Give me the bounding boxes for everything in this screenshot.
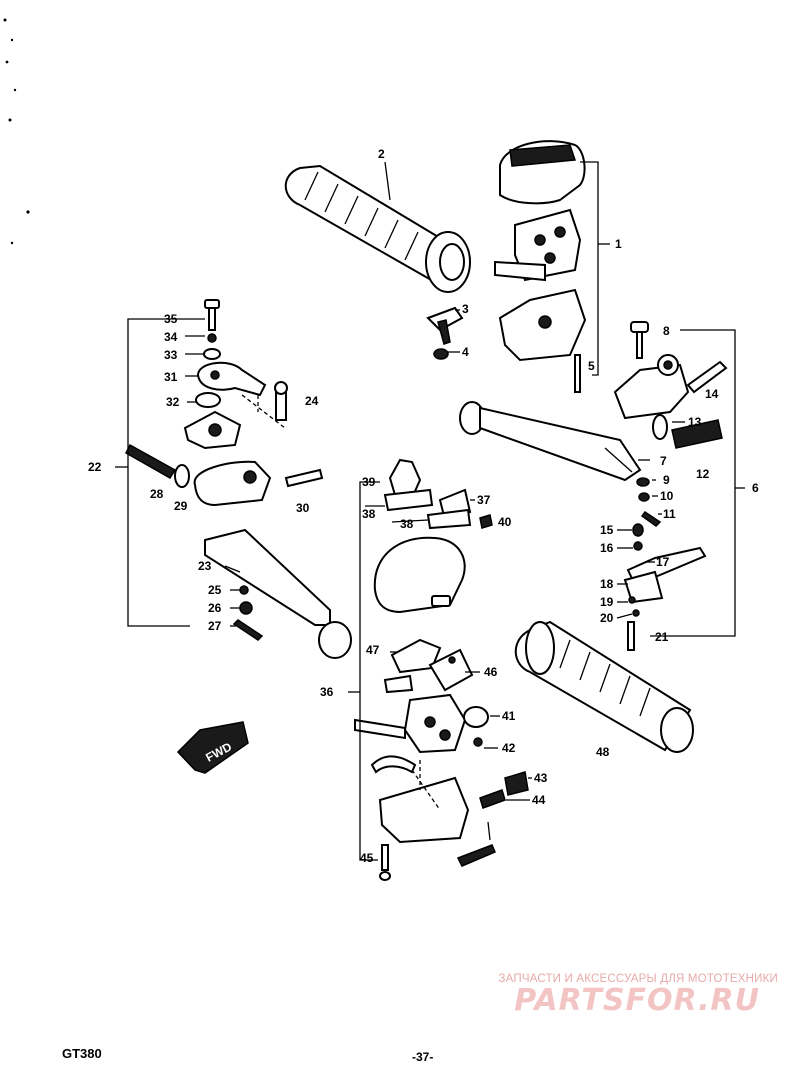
callout-39: 39 xyxy=(362,475,376,489)
callout-14: 14 xyxy=(705,387,719,401)
nut-4-illustration xyxy=(433,348,449,360)
callout-32: 32 xyxy=(166,395,180,409)
callout-33: 33 xyxy=(164,348,178,362)
forward-direction-arrow: FWD xyxy=(176,721,249,774)
callout-5: 5 xyxy=(588,359,595,373)
callout-29: 29 xyxy=(174,499,188,513)
watermark-logo: PARTSFOR.RU xyxy=(514,983,760,1018)
callout-26: 26 xyxy=(208,601,222,615)
callout-21: 21 xyxy=(655,630,669,644)
callout-42: 42 xyxy=(502,741,516,755)
callout-40: 40 xyxy=(498,515,512,529)
callout-9: 9 xyxy=(663,473,670,487)
callout-46: 46 xyxy=(484,665,498,679)
brake-switch-assembly-illustration xyxy=(623,523,707,651)
throttle-grip-illustration xyxy=(284,164,471,293)
callout-47: 47 xyxy=(366,643,380,657)
callout-labels: 1 2 3 4 5 6 7 8 9 10 11 12 13 14 15 16 1… xyxy=(88,147,759,865)
callout-16: 16 xyxy=(600,541,614,555)
callout-28: 28 xyxy=(150,487,164,501)
lever-holder-right-illustration xyxy=(613,321,728,449)
callout-17: 17 xyxy=(656,555,670,569)
callout-38b: 38 xyxy=(400,517,414,531)
left-switch-housing-illustration xyxy=(354,458,529,881)
callout-37: 37 xyxy=(477,493,491,507)
callout-6: 6 xyxy=(752,481,759,495)
callout-18: 18 xyxy=(600,577,614,591)
callout-41: 41 xyxy=(502,709,516,723)
callout-38a: 38 xyxy=(362,507,376,521)
screw-3-illustration xyxy=(426,306,464,345)
lever-holder-left-illustration xyxy=(125,299,352,659)
callout-34: 34 xyxy=(164,330,178,344)
callout-4: 4 xyxy=(462,345,469,359)
callout-35: 35 xyxy=(164,312,178,326)
leader-lines xyxy=(115,161,745,861)
callout-45: 45 xyxy=(360,851,374,865)
callout-27: 27 xyxy=(208,619,222,633)
page-number: -37- xyxy=(412,1050,434,1064)
callout-36: 36 xyxy=(320,685,334,699)
callout-11: 11 xyxy=(663,507,676,521)
callout-44: 44 xyxy=(532,793,546,807)
callout-24: 24 xyxy=(305,394,319,408)
callout-2: 2 xyxy=(378,147,385,161)
callout-15: 15 xyxy=(600,523,614,537)
callout-19: 19 xyxy=(600,595,614,609)
callout-3: 3 xyxy=(462,302,469,316)
callout-48: 48 xyxy=(596,745,610,759)
brake-lever-7-illustration xyxy=(459,401,642,482)
callout-30: 30 xyxy=(296,501,310,515)
callout-10: 10 xyxy=(660,489,674,503)
model-label: GT380 xyxy=(62,1046,102,1061)
callout-12: 12 xyxy=(696,467,710,481)
watermark-tagline: ЗАПЧАСТИ И АКСЕССУАРЫ ДЛЯ МОТОТЕХНИКИ xyxy=(498,973,778,985)
callout-31: 31 xyxy=(164,370,178,384)
right-switch-housing-illustration xyxy=(494,140,587,393)
callout-20: 20 xyxy=(600,611,614,625)
callout-23: 23 xyxy=(198,559,212,573)
scan-noise xyxy=(3,18,30,245)
small-parts-9-11-illustration xyxy=(636,477,662,527)
callout-43: 43 xyxy=(534,771,548,785)
callout-1: 1 xyxy=(615,237,622,251)
callout-8: 8 xyxy=(663,324,670,338)
left-grip-illustration xyxy=(514,620,694,753)
callout-22: 22 xyxy=(88,460,102,474)
callout-13: 13 xyxy=(688,415,702,429)
callout-25: 25 xyxy=(208,583,222,597)
callout-7: 7 xyxy=(660,454,667,468)
